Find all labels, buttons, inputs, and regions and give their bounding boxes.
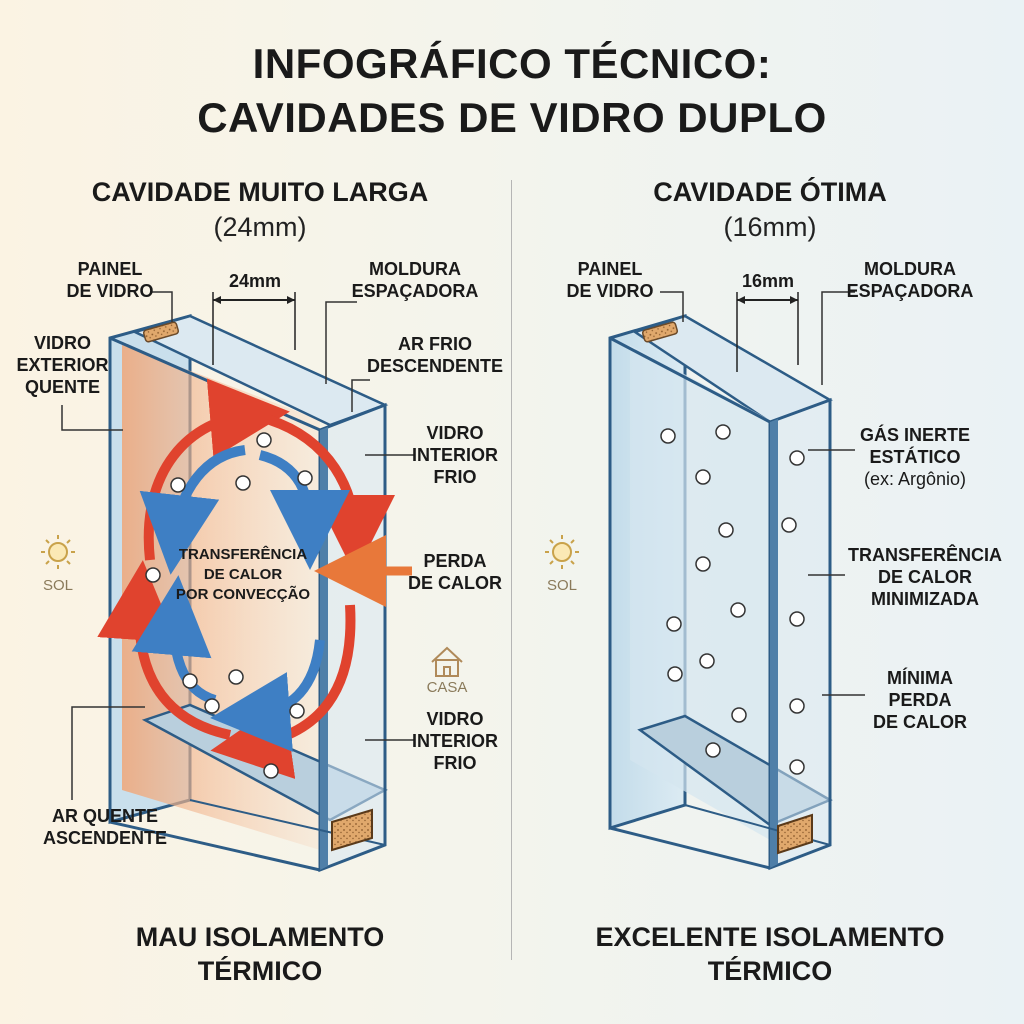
left-heading: CAVIDADE MUITO LARGA xyxy=(91,177,429,207)
right-gas-bubble xyxy=(660,428,676,444)
center-divider xyxy=(511,180,512,960)
left-exterior-glass-label: VIDRO EXTERIOR QUENTE xyxy=(16,333,109,397)
title-line-2: CAVIDADES DE VIDRO DUPLO xyxy=(197,94,827,141)
right-sun-icon xyxy=(545,535,579,569)
right-painel-label: PAINEL DE VIDRO xyxy=(566,259,654,301)
left-bubble xyxy=(297,470,313,486)
left-convection-label: TRANSFERÊNCIA DE CALOR POR CONVECÇÃO xyxy=(175,546,311,603)
right-gas-bubble xyxy=(730,602,746,618)
left-moldura-label: MOLDURA ESPAÇADORA xyxy=(351,259,479,301)
left-dimension-label: 24mm xyxy=(228,271,282,291)
left-sun-icon xyxy=(41,535,75,569)
left-bubble xyxy=(182,673,198,689)
right-top-spacer-cork xyxy=(641,321,679,343)
right-footer: EXCELENTE ISOLAMENTO TÉRMICO xyxy=(595,922,945,986)
right-heading: CAVIDADE ÓTIMA xyxy=(653,177,887,207)
left-bubble xyxy=(170,477,186,493)
left-bottom-cork xyxy=(331,808,373,852)
right-gas-bubble xyxy=(789,698,805,714)
left-glazing-unit xyxy=(97,292,412,873)
right-inner-pane-face xyxy=(770,419,778,868)
right-sun-label: SOL xyxy=(546,577,577,594)
left-warm-air-label: AR QUENTE ASCENDENTE xyxy=(42,806,167,848)
right-gas-bubble xyxy=(695,469,711,485)
left-interior-glass-label-bottom: VIDRO INTERIOR FRIO xyxy=(411,709,498,773)
right-minimized-transfer-label: TRANSFERÊNCIA DE CALOR MINIMIZADA xyxy=(847,545,1002,609)
right-gas-bubble xyxy=(705,742,721,758)
left-bubble xyxy=(289,703,305,719)
left-bubble xyxy=(263,763,279,779)
left-bubble xyxy=(256,432,272,448)
house-label: CASA xyxy=(426,679,468,696)
right-dimension-label: 16mm xyxy=(741,271,795,291)
left-cool-arrow-left xyxy=(131,575,217,705)
left-cool-arrow-top xyxy=(139,445,246,575)
right-gas-bubble xyxy=(731,707,747,723)
left-bubble xyxy=(145,567,161,583)
left-top-spacer-cork xyxy=(142,321,180,343)
left-warm-arrow-right xyxy=(268,415,395,575)
left-subheading: (24mm) xyxy=(213,212,307,242)
right-gas-bubble xyxy=(695,556,711,572)
right-gas-bubble xyxy=(715,424,731,440)
right-inert-gas-label: GÁS INERTE ESTÁTICO (ex: Argônio) xyxy=(859,425,970,489)
right-gas-bubble xyxy=(666,616,682,632)
house-icon xyxy=(431,646,463,677)
right-inner-pane xyxy=(768,397,832,871)
left-bubble xyxy=(228,669,244,685)
right-gas-bubble xyxy=(789,611,805,627)
left-painel-label: PAINEL DE VIDRO xyxy=(66,259,154,301)
left-bubble xyxy=(235,475,251,491)
right-bottom-cork xyxy=(777,813,813,855)
right-minimal-loss-label: MÍNIMA PERDA DE CALOR xyxy=(873,668,967,732)
left-footer: MAU ISOLAMENTO TÉRMICO xyxy=(135,922,385,986)
right-moldura-label: MOLDURA ESPAÇADORA xyxy=(846,259,974,301)
right-gas-bubble xyxy=(718,522,734,538)
left-interior-glass-label-top: VIDRO INTERIOR FRIO xyxy=(411,423,498,487)
right-gas-bubble xyxy=(699,653,715,669)
left-cool-arrow-bottom xyxy=(210,639,325,752)
left-sun-label: SOL xyxy=(42,577,73,594)
left-cold-air-label: AR FRIO DESCENDENTE xyxy=(366,334,504,376)
left-leader-lines xyxy=(61,291,415,800)
right-leader-lines xyxy=(660,291,865,696)
right-gas-bubble xyxy=(667,666,683,682)
right-gas-bubble xyxy=(789,450,805,466)
right-gas-bubble xyxy=(789,759,805,775)
right-glazing-unit xyxy=(608,292,833,871)
right-gas-bubble xyxy=(781,517,797,533)
title-line-1: INFOGRÁFICO TÉCNICO: xyxy=(252,40,772,87)
left-bubble xyxy=(204,698,220,714)
left-heat-loss-label: PERDA DE CALOR xyxy=(408,551,502,593)
right-subheading: (16mm) xyxy=(723,212,817,242)
